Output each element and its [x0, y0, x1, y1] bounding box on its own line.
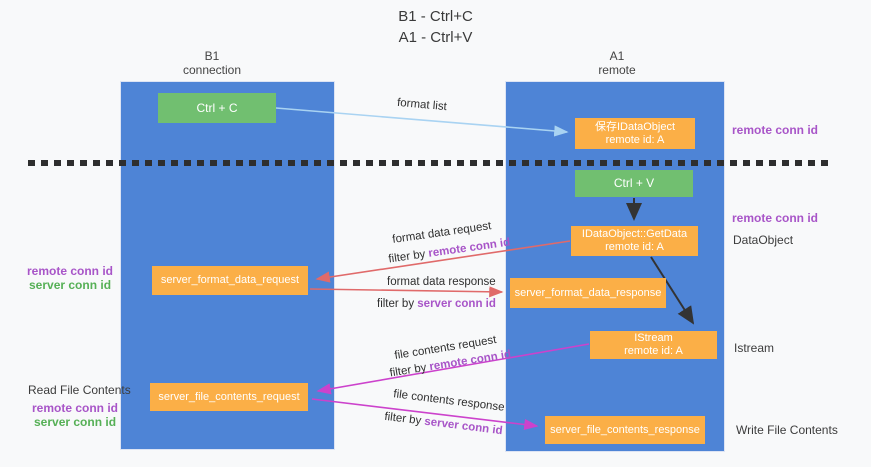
filter-by-text: filter by	[377, 298, 415, 310]
node-ctrl-v-label: Ctrl + V	[613, 176, 655, 190]
node-ctrl-v: Ctrl + V	[575, 170, 693, 197]
lane-a1-name: A1	[609, 49, 625, 63]
edge-label-filter-server-1: filter by server conn id	[377, 298, 496, 310]
node-istream-line2: remote id: A	[624, 345, 683, 357]
node-server-format-data-response: server_format_data_response	[510, 278, 666, 308]
lane-b1-subtitle: connection	[182, 63, 242, 77]
node-ctrl-c-label: Ctrl + C	[196, 100, 238, 115]
format-data-response-arrow	[309, 286, 504, 298]
filter-by-text: filter by	[383, 410, 422, 428]
node-server-file-contents-response: server_file_contents_response	[545, 416, 705, 444]
edge-label-format-list: format list	[396, 96, 448, 114]
edge-label-filter-server-2: filter by server conn id	[384, 411, 503, 437]
right-istream-label: Istream	[734, 341, 775, 355]
node-istream: IStream remote id: A	[590, 331, 717, 359]
edge-label-file-contents-response: file contents response	[392, 388, 506, 414]
left-remote-conn-id-bottom: remote conn id	[32, 401, 119, 415]
server-conn-id-text: server conn id	[423, 415, 504, 438]
lane-header-b1: B1 connection	[152, 49, 272, 77]
remote-conn-id-text: remote conn id	[427, 236, 511, 260]
right-write-file-contents-label: Write File Contents	[736, 423, 838, 437]
node-istream-line1: IStream	[634, 332, 673, 344]
node-server-file-contents-request: server_file_contents_request	[150, 383, 308, 411]
lane-b1-name: B1	[204, 49, 220, 63]
left-remote-conn-id-top: remote conn id	[27, 264, 114, 278]
node-save-idataobject: 保存IDataObject remote id: A	[575, 118, 695, 149]
node-idataobject-getdata: IDataObject::GetData remote id: A	[571, 226, 698, 256]
right-remote-conn-id-mid: remote conn id	[732, 211, 819, 225]
server-conn-id-text: server conn id	[417, 298, 496, 310]
title-line-2: A1 - Ctrl+V	[398, 29, 473, 46]
node-save-idataobject-line2: remote id: A	[605, 133, 665, 146]
dashed-divider-line	[28, 160, 832, 166]
title-line-1: B1 - Ctrl+C	[398, 8, 473, 25]
node-getdata-line1: IDataObject::GetData	[581, 228, 688, 240]
node-server-file-contents-response-label: server_file_contents_response	[550, 423, 700, 436]
right-dataobject-label: DataObject	[733, 233, 794, 247]
lane-a1-subtitle: remote	[598, 63, 636, 77]
node-server-format-data-request: server_format_data_request	[152, 266, 308, 295]
left-server-conn-id-bottom: server conn id	[34, 415, 117, 429]
filter-by-text: filter by	[388, 361, 428, 380]
left-read-file-contents-label: Read File Contents	[28, 383, 131, 397]
edge-label-format-data-response: format data response	[387, 276, 496, 288]
right-remote-conn-id-top: remote conn id	[732, 123, 819, 137]
node-save-idataobject-line1: 保存IDataObject	[594, 120, 676, 133]
node-ctrl-c: Ctrl + C	[158, 93, 276, 123]
left-server-conn-id-top: server conn id	[29, 278, 112, 292]
filter-by-text: filter by	[387, 248, 427, 266]
node-server-format-data-response-label: server_format_data_response	[514, 286, 662, 299]
node-getdata-line2: remote id: A	[605, 241, 664, 253]
lane-header-a1: A1 remote	[557, 49, 677, 77]
diagram-title: B1 - Ctrl+C A1 - Ctrl+V	[0, 6, 871, 48]
node-server-file-contents-request-label: server_file_contents_request	[158, 390, 300, 403]
node-server-format-data-request-label: server_format_data_request	[160, 274, 300, 286]
